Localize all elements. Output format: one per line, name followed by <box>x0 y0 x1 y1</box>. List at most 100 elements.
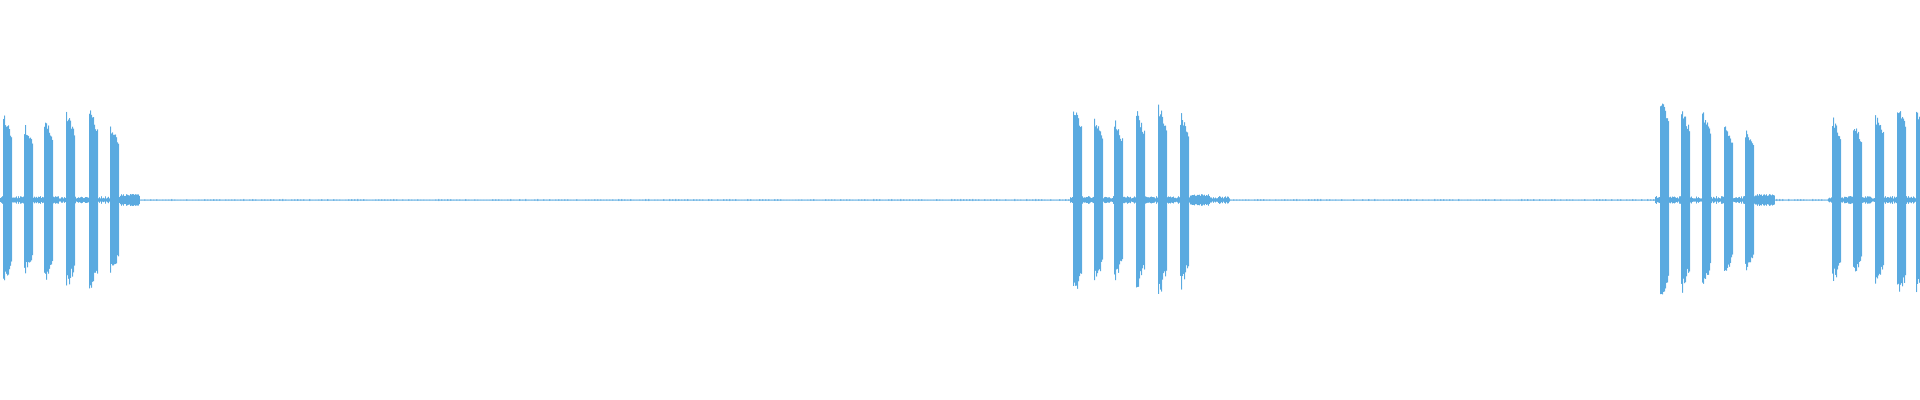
burst-hum <box>1699 198 1700 202</box>
baseline-noise <box>669 198 671 202</box>
waveform-pulse <box>1681 114 1683 284</box>
waveform-pulse <box>1119 135 1121 265</box>
baseline-noise <box>174 199 176 201</box>
baseline-noise <box>1449 199 1451 201</box>
burst-hum <box>1896 196 1897 204</box>
burst-hum <box>107 197 108 203</box>
baseline-noise <box>462 199 464 201</box>
burst-hum <box>61 197 62 203</box>
baseline-noise <box>954 199 956 201</box>
waveform-pulse <box>68 119 70 279</box>
baseline-noise <box>642 199 644 201</box>
burst-hum <box>1739 196 1740 204</box>
burst-tail <box>1763 194 1764 206</box>
waveform-pulse <box>7 126 9 276</box>
baseline-noise <box>990 199 992 201</box>
burst-hum <box>1676 197 1677 203</box>
waveform-pulse <box>1861 142 1863 257</box>
baseline-noise <box>351 199 353 201</box>
burst-hum <box>1134 196 1135 204</box>
waveform-pulse <box>1882 132 1884 270</box>
burst-hum <box>1152 197 1153 203</box>
burst-hum <box>1851 196 1852 204</box>
baseline-noise <box>339 199 341 201</box>
baseline-noise <box>1815 199 1817 201</box>
burst-tail <box>1765 195 1766 205</box>
baseline-noise <box>1608 199 1610 201</box>
waveform-pulse <box>29 138 31 263</box>
baseline-noise <box>1047 199 1049 201</box>
baseline-noise <box>972 198 974 202</box>
burst-hum <box>1850 196 1851 204</box>
waveform-pulse <box>1905 126 1907 276</box>
burst-tail <box>1761 194 1762 206</box>
baseline-noise <box>933 199 935 201</box>
baseline-noise <box>1383 199 1385 201</box>
baseline-noise <box>660 199 662 201</box>
baseline-noise <box>1614 199 1616 201</box>
baseline-noise <box>1035 198 1037 202</box>
waveform-pulse <box>1727 131 1729 268</box>
burst-tail <box>135 194 136 206</box>
burst-hum <box>56 196 57 204</box>
baseline-noise <box>1605 199 1607 201</box>
burst-hum <box>1700 198 1701 202</box>
burst-hum <box>1123 196 1124 204</box>
baseline-noise <box>210 199 212 201</box>
burst-hum <box>100 198 101 202</box>
waveform-pulse <box>1096 125 1098 277</box>
baseline-noise <box>180 199 182 201</box>
baseline-noise <box>1590 199 1592 201</box>
burst-hum <box>1885 196 1886 204</box>
burst-hum <box>13 197 14 203</box>
waveform-pulse <box>1746 130 1748 271</box>
burst-hum <box>1848 196 1849 204</box>
baseline-noise <box>810 199 812 201</box>
burst-hum <box>64 197 65 203</box>
baseline-noise <box>1545 199 1547 201</box>
burst-hum <box>21 196 22 204</box>
waveform-pulse <box>1883 131 1885 266</box>
baseline-noise <box>1296 198 1298 202</box>
baseline-noise <box>693 199 695 201</box>
baseline-noise <box>1017 199 1019 201</box>
burst-hum <box>1829 197 1830 203</box>
burst-hum <box>1149 197 1150 203</box>
burst-hum <box>1886 197 1887 203</box>
burst-hum <box>1863 197 1864 203</box>
waveform-pulse <box>1707 122 1709 275</box>
burst-hum <box>1145 196 1146 204</box>
burst-hum <box>1887 196 1888 204</box>
baseline-noise <box>1041 199 1043 201</box>
burst-tail <box>1755 195 1756 205</box>
baseline-noise <box>1467 199 1469 201</box>
baseline-noise <box>1617 199 1619 201</box>
baseline-noise <box>1650 199 1652 201</box>
baseline-noise <box>1005 199 1007 201</box>
waveform-pulse <box>47 128 49 272</box>
baseline-noise <box>741 199 743 201</box>
burst-hum <box>1711 196 1712 204</box>
waveform-pulse <box>97 129 99 274</box>
baseline-noise <box>1473 199 1475 201</box>
baseline-noise <box>1002 199 1004 201</box>
burst-hum <box>1127 196 1128 204</box>
baseline-noise <box>426 199 428 201</box>
waveform-pulse <box>1900 111 1902 285</box>
baseline-noise <box>432 199 434 201</box>
baseline-noise <box>1329 199 1331 201</box>
burst-hum <box>1110 198 1111 202</box>
baseline-noise <box>207 199 209 201</box>
burst-tail <box>124 195 125 205</box>
burst-hum <box>1890 196 1891 204</box>
burst-hum <box>76 198 77 202</box>
baseline-noise <box>1533 198 1535 202</box>
burst-hum <box>1083 197 1084 203</box>
baseline-noise <box>1581 199 1583 201</box>
baseline-noise <box>1380 199 1382 201</box>
burst-hum <box>1914 197 1915 203</box>
baseline-noise <box>1632 198 1634 202</box>
burst-tail <box>1764 194 1765 206</box>
waveform-pulse <box>1749 140 1751 263</box>
burst-3 <box>1655 103 1775 295</box>
